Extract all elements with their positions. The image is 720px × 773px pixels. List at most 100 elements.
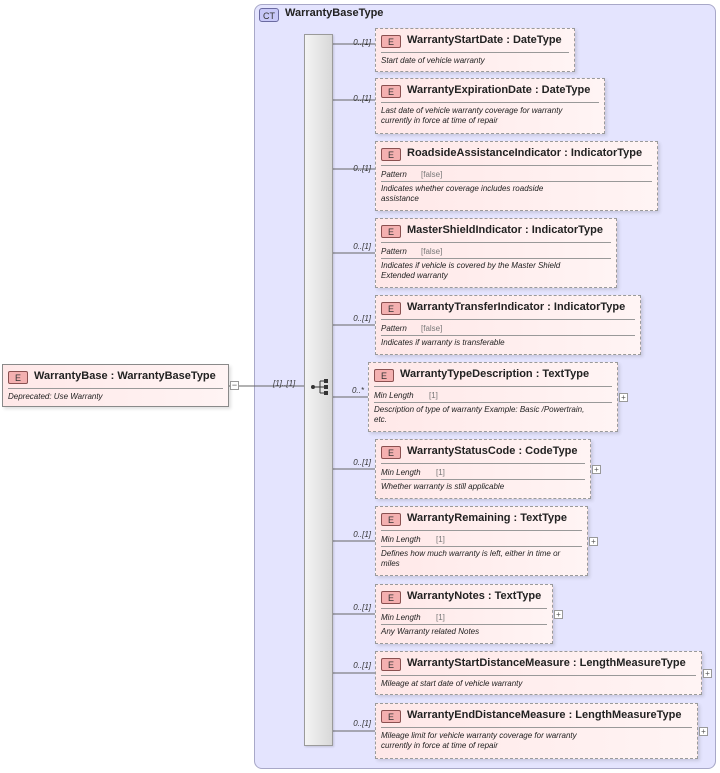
element-badge: E [381, 35, 401, 48]
doc-line: Indicates if warranty is transferable [381, 338, 505, 347]
expand-toggle[interactable]: + [699, 727, 708, 736]
element-doc: Last date of vehicle warranty coverage f… [381, 106, 596, 126]
element-badge: E [381, 513, 401, 526]
separator [381, 242, 611, 243]
element-badge: E [381, 446, 401, 459]
facet-name: Pattern [381, 170, 407, 179]
element-cardinality: 0..* [351, 386, 364, 395]
separator [381, 165, 652, 166]
element-doc: Any Warranty related Notes [381, 627, 544, 637]
element-badge: E [381, 658, 401, 671]
expand-toggle[interactable]: + [619, 393, 628, 402]
expand-toggle[interactable]: + [592, 465, 601, 474]
facet-value: [1] [436, 613, 445, 622]
element-title: WarrantyStartDate : DateType [407, 34, 562, 46]
doc-line: assistance [381, 194, 419, 203]
facet-name: Min Length [381, 613, 421, 622]
separator [8, 388, 223, 389]
doc-line: Any Warranty related Notes [381, 627, 480, 636]
separator [381, 52, 569, 53]
element-doc: Indicates whether coverage includes road… [381, 184, 649, 204]
expand-toggle[interactable]: + [703, 669, 712, 678]
element-badge: E [381, 225, 401, 238]
element-roadside-assistance-indicator[interactable]: E RoadsideAssistanceIndicator : Indicator… [375, 141, 658, 211]
element-warranty-start-distance-measure[interactable]: E WarrantyStartDistanceMeasure : LengthMe… [375, 651, 702, 695]
element-title: WarrantyNotes : TextType [407, 590, 542, 602]
element-cardinality: 0..[1] [353, 530, 371, 539]
separator [381, 675, 696, 676]
separator [381, 530, 582, 531]
element-warranty-end-distance-measure[interactable]: E WarrantyEndDistanceMeasure : LengthMeas… [375, 703, 698, 759]
doc-line: Start date of vehicle warranty [381, 56, 485, 65]
doc-line: Mileage at start date of vehicle warrant… [381, 679, 523, 688]
doc-line: miles [381, 559, 400, 568]
element-title: MasterShieldIndicator : IndicatorType [407, 224, 603, 236]
separator [374, 402, 612, 403]
separator [381, 181, 652, 182]
facet-name: Min Length [381, 468, 421, 477]
sequence-compositor-icon[interactable] [310, 379, 330, 395]
root-element-warranty-base[interactable]: E WarrantyBase : WarrantyBaseType Deprec… [2, 364, 229, 407]
doc-line: Mileage limit for vehicle warranty cover… [381, 731, 577, 740]
element-doc: Description of type of warranty Example:… [374, 405, 609, 425]
element-warranty-transfer-indicator[interactable]: E WarrantyTransferIndicator : IndicatorTy… [375, 295, 641, 355]
separator [381, 102, 599, 103]
doc-line: Indicates if vehicle is covered by the M… [381, 261, 561, 270]
facet-name: Min Length [381, 535, 421, 544]
doc-line: currently in force at time of repair [381, 741, 498, 750]
facet-name: Min Length [374, 391, 414, 400]
separator [381, 608, 547, 609]
collapse-toggle[interactable]: − [230, 380, 239, 390]
element-badge: E [374, 369, 394, 382]
root-element-title: WarrantyBase : WarrantyBaseType [34, 370, 216, 382]
doc-line: Indicates whether coverage includes road… [381, 184, 544, 193]
facet-value: [1] [436, 535, 445, 544]
element-cardinality: 0..[1] [353, 242, 371, 251]
sequence-cardinality: [1]..[1] [273, 379, 296, 388]
separator [381, 479, 585, 480]
element-badge: E [381, 148, 401, 161]
doc-line: Last date of vehicle warranty coverage f… [381, 106, 563, 115]
element-badge: E [381, 302, 401, 315]
facet-value: [false] [421, 170, 443, 179]
separator [381, 258, 611, 259]
facet-name: Pattern [381, 247, 407, 256]
element-cardinality: 0..[1] [353, 719, 371, 728]
element-title: WarrantyEndDistanceMeasure : LengthMeasu… [407, 709, 682, 721]
separator [381, 624, 547, 625]
element-title: WarrantyTransferIndicator : IndicatorTyp… [407, 301, 626, 313]
doc-line: Extended warranty [381, 271, 448, 280]
element-doc: Start date of vehicle warranty [381, 56, 566, 66]
separator [381, 335, 635, 336]
element-badge: E [381, 710, 401, 723]
element-title: WarrantyTypeDescription : TextType [400, 368, 590, 380]
doc-line: Whether warranty is still applicable [381, 482, 505, 491]
element-doc: Indicates if vehicle is covered by the M… [381, 261, 608, 281]
element-cardinality: 0..[1] [353, 603, 371, 612]
expand-toggle[interactable]: + [554, 610, 563, 619]
element-title: WarrantyRemaining : TextType [407, 512, 567, 524]
facet-value: [false] [421, 324, 443, 333]
complex-type-title: WarrantyBaseType [285, 7, 384, 19]
doc-line: Defines how much warranty is left, eithe… [381, 549, 561, 558]
doc-line: etc. [374, 415, 387, 424]
expand-toggle[interactable]: + [589, 537, 598, 546]
facet-name: Pattern [381, 324, 407, 333]
element-cardinality: 0..[1] [353, 661, 371, 670]
element-doc: Indicates if warranty is transferable [381, 338, 632, 348]
element-title: WarrantyStartDistanceMeasure : LengthMea… [407, 657, 686, 669]
root-element-doc: Deprecated: Use Warranty [8, 392, 103, 401]
element-title: RoadsideAssistanceIndicator : IndicatorT… [407, 147, 643, 159]
separator [374, 386, 612, 387]
doc-line: Description of type of warranty Example:… [374, 405, 585, 414]
element-doc: Whether warranty is still applicable [381, 482, 582, 492]
facet-value: [1] [436, 468, 445, 477]
